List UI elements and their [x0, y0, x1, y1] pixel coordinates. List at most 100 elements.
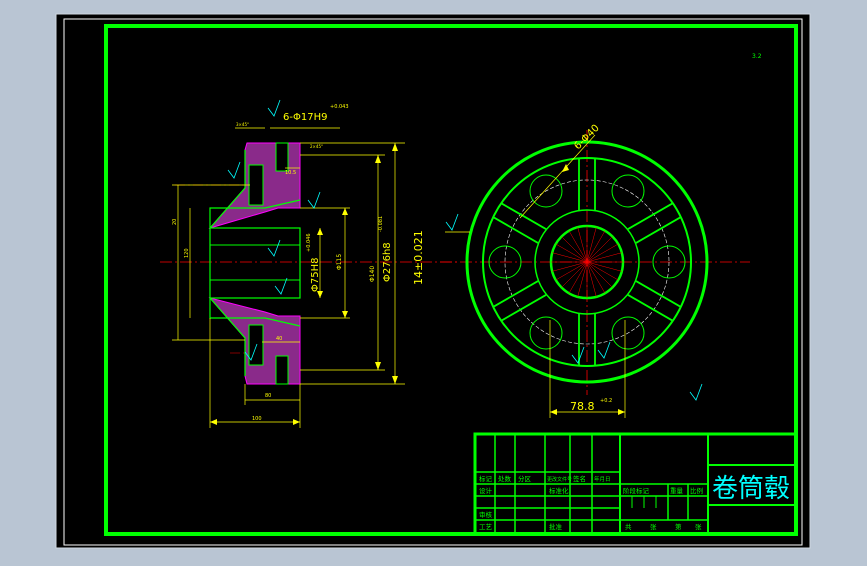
dim-20: 20 — [172, 219, 178, 225]
dim-width: 78.8 — [570, 400, 595, 413]
flange-hole-top — [275, 142, 289, 172]
tb-zhang1: 张 — [650, 522, 657, 531]
spoke-edge — [500, 294, 547, 322]
tb-genggai: 更改文件号 — [547, 476, 572, 483]
spoke-edge — [492, 280, 539, 308]
dim-diam-main-tol: -0.081 — [378, 216, 384, 232]
tb-jieduan: 阶段标记 — [623, 486, 650, 495]
flange-hole-mid-top — [248, 164, 264, 206]
dim-diam-140: Φ140 — [369, 266, 376, 282]
dim-80: 80 — [265, 393, 271, 399]
radial-center-lines — [551, 226, 623, 298]
tb-gong: 共 — [625, 522, 632, 531]
tb-nianyueri: 年月日 — [594, 475, 611, 483]
radial-line — [586, 261, 613, 288]
roughness-symbols — [227, 99, 321, 361]
radial-line — [586, 243, 619, 263]
tb-chushu: 处数 — [498, 474, 512, 483]
dim-10-5: 10.5 — [285, 170, 296, 176]
spoke-edge — [492, 216, 539, 244]
radial-line — [555, 261, 588, 281]
radial-line — [577, 227, 588, 263]
spoke-edge — [635, 280, 682, 308]
radial-line — [586, 261, 606, 294]
title-block-labels: 标记 处数 分区 更改文件号 签名 年月日 设计 标准化 阶段标记 重量 比例 … — [479, 474, 703, 531]
title-block — [473, 432, 798, 536]
dim-3x45: 3×45° — [236, 122, 249, 127]
side-roughness-symbols — [445, 213, 703, 401]
radial-line — [586, 261, 597, 297]
radial-line — [568, 230, 588, 263]
hub-outer — [534, 209, 640, 315]
radial-line — [552, 261, 588, 272]
bolt-hole — [611, 316, 645, 350]
dim-arrows — [210, 143, 398, 425]
dim-120: 120 — [184, 248, 190, 258]
drawing-frame — [104, 24, 798, 536]
dim-diam-bore: Φ75H8 — [310, 258, 321, 292]
dim-holes-top-tol: +0.043 — [330, 104, 349, 110]
dim-100: 100 — [252, 416, 262, 422]
radial-line — [586, 261, 622, 272]
tb-fenqu: 分区 — [518, 474, 532, 483]
radial-line — [586, 227, 597, 263]
bolt-hole — [488, 245, 522, 279]
tb-sheji: 设计 — [479, 486, 493, 495]
radial-line — [586, 236, 613, 263]
radial-line — [568, 261, 588, 294]
spoke-edge — [635, 216, 682, 244]
tb-biaoji: 标记 — [479, 474, 493, 483]
bore-outline — [209, 227, 301, 299]
radial-line — [586, 261, 619, 281]
section-view: 6-Φ17H9 +0.043 Φ276h8 -0.081 Φ140 Φ115 Φ… — [160, 99, 460, 428]
spoke-edge — [627, 294, 674, 322]
dim-line-holes-side — [519, 134, 596, 219]
tb-zhongliang: 重量 — [670, 487, 684, 495]
surface-note: 3.2 — [752, 53, 762, 60]
tb-qianming: 签名 — [573, 474, 586, 483]
part-name: 卷筒毂 — [712, 474, 790, 504]
bolt-hole — [529, 174, 563, 208]
dim-2x45: 2×45° — [310, 144, 323, 149]
dim-holes-top: 6-Φ17H9 — [283, 112, 327, 123]
side-dim-arrows — [550, 164, 625, 415]
tb-bili: 比例 — [690, 486, 703, 495]
bolt-hole — [652, 245, 686, 279]
dim-diam-bore-tol: +0.046 — [306, 233, 312, 252]
tb-biaozhunhua: 标准化 — [549, 486, 569, 495]
hub-outline-bottom — [209, 298, 301, 327]
flange-hole-bottom — [275, 355, 289, 385]
radial-line — [561, 236, 588, 263]
inner-rim — [482, 157, 692, 367]
radial-line — [577, 261, 588, 297]
dim-diam-main: Φ276h8 — [382, 242, 393, 282]
drawing-sheet — [55, 13, 811, 549]
radial-line — [586, 252, 622, 263]
dim-diam-115: Φ115 — [336, 254, 343, 270]
radial-line — [561, 261, 588, 288]
tb-shenhe: 审核 — [479, 510, 493, 519]
bolt-holes — [488, 174, 686, 350]
tb-zhang2: 张 — [695, 522, 702, 531]
sheet-outer-border — [63, 18, 803, 546]
tb-pizhun: 批准 — [549, 522, 563, 531]
radial-line — [586, 230, 606, 263]
tb-di: 第 — [675, 522, 682, 531]
radial-line — [555, 243, 588, 263]
hub-outline-top — [209, 199, 301, 228]
bolt-circle — [504, 179, 670, 345]
spoke-edge — [627, 202, 674, 230]
spoke-edge — [500, 202, 547, 230]
bolt-hole — [529, 316, 563, 350]
dim-total-h: 14±0.021 — [412, 230, 425, 285]
flange-profile-top — [209, 150, 246, 229]
spokes — [492, 158, 682, 366]
outer-rim — [465, 140, 709, 384]
radial-line — [552, 252, 588, 263]
tb-gongyi: 工艺 — [479, 523, 493, 531]
dim-width-tol: +0.2 — [600, 398, 612, 404]
dim-40: 40 — [276, 336, 282, 342]
flange-profile-bottom — [209, 297, 246, 376]
